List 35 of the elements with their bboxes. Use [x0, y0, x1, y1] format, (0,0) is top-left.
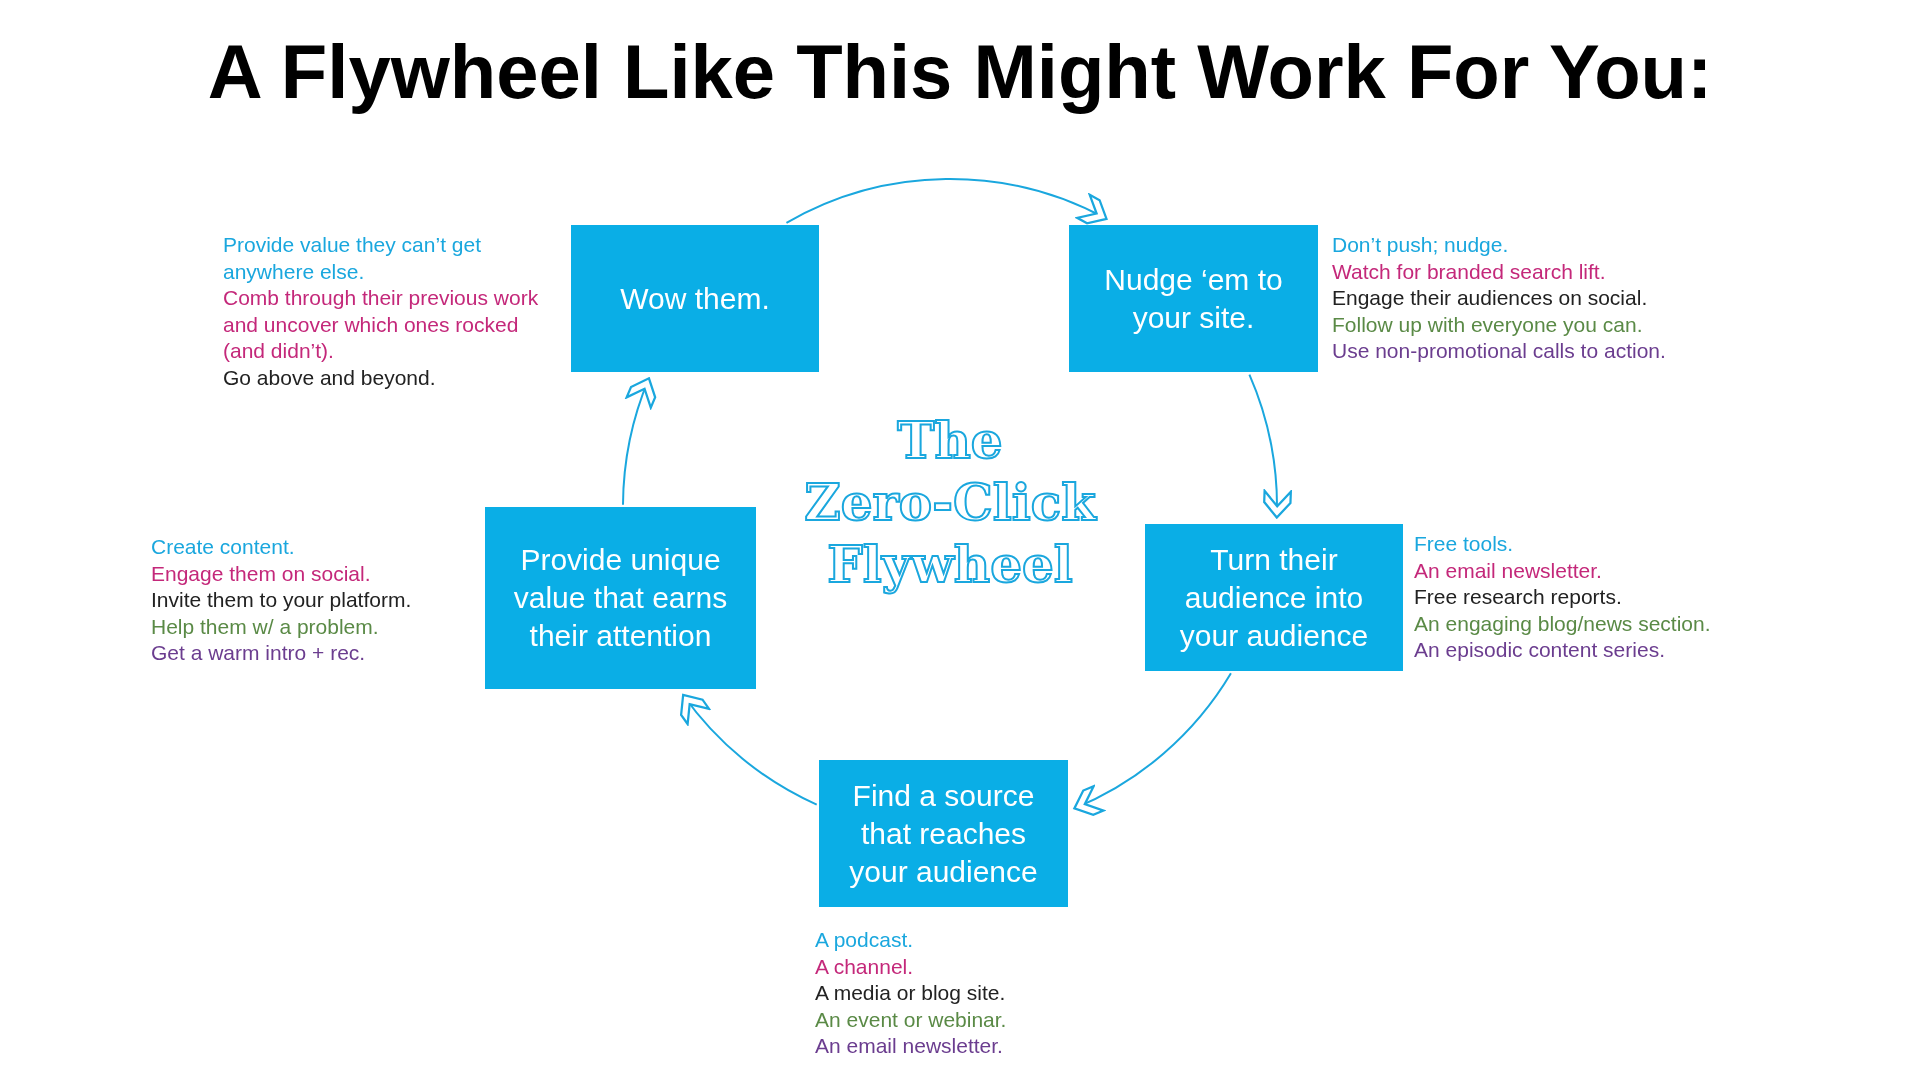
tip-text: Invite them to your platform. [151, 587, 413, 613]
process-box [1145, 524, 1403, 671]
tip-text: Comb through their previous work and uncover which ones rocked (and didn’t). [223, 285, 540, 364]
title: A Flywheel Like This Might Work For You: [206, 28, 1714, 115]
tip-text: Free research reports. [1414, 584, 1623, 610]
tip-text: An episodic content series. [1414, 637, 1666, 663]
tip-text: Follow up with everyone you can. [1332, 311, 1644, 338]
process-box [571, 225, 819, 372]
center-title: The Zero-Click Flywheel [803, 410, 1099, 596]
process-box [819, 760, 1068, 907]
tip-text: Create content. [151, 534, 296, 560]
box-label: Find a source that reaches your audience [848, 777, 1039, 890]
tip-text: Go above and beyond. [223, 364, 437, 391]
tip-text: Engage their audiences on social. [1332, 285, 1649, 311]
tip-text: Engage them on social. [151, 560, 372, 587]
tip-text: A channel. [815, 953, 915, 980]
tip-text: A media or blog site. [815, 980, 1007, 1006]
tip-text: Don’t push; nudge. [1332, 232, 1510, 258]
box-label: Provide unique value that earns their attention [512, 542, 729, 654]
tip-text: Provide value they can’t get anywhere else. [223, 232, 482, 285]
tip-text: Watch for branded search lift. [1332, 258, 1607, 285]
box-label: Wow them. [619, 280, 771, 317]
tip-text: Help them w/ a problem. [151, 613, 380, 640]
box-label: Nudge ‘em to your site. [1103, 261, 1284, 336]
process-box [1069, 225, 1318, 372]
tip-text: Use non-promotional calls to action. [1332, 338, 1667, 364]
tip-text: A podcast. [815, 927, 915, 953]
process-box [485, 507, 756, 689]
tip-text: An email newsletter. [1414, 557, 1603, 584]
tip-text: An event or webinar. [815, 1006, 1008, 1033]
tip-text: An engaging blog/news section. [1414, 610, 1712, 637]
tip-text: Free tools. [1414, 531, 1515, 557]
box-label: Turn their audience into your audience [1178, 541, 1370, 654]
tip-text: An email newsletter. [815, 1033, 1004, 1059]
tip-text: Get a warm intro + rec. [151, 640, 367, 666]
